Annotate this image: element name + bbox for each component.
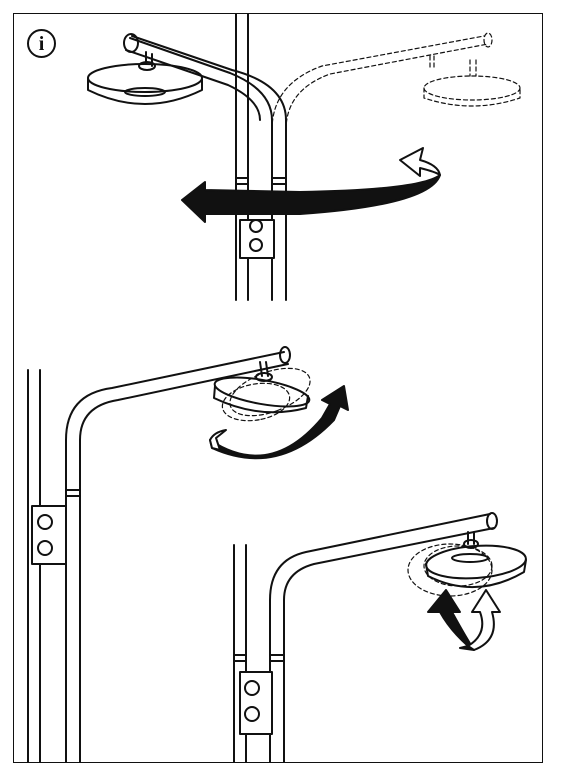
step-1-panel — [87, 13, 521, 301]
shower-arm — [65, 346, 291, 441]
joint-ring — [233, 654, 285, 662]
step-2-panel — [27, 346, 349, 763]
ghost-shower-head — [407, 543, 493, 597]
shower-arm — [269, 512, 498, 601]
illustration-frame — [13, 13, 543, 763]
shower-head — [425, 531, 527, 589]
shower-head — [87, 51, 203, 105]
wall-bracket — [31, 505, 67, 565]
shower-head — [213, 361, 311, 414]
wall-bracket — [239, 219, 275, 259]
ghost-shower-head — [221, 367, 311, 422]
ghost-shower-arm — [271, 32, 521, 131]
shower-arm — [125, 35, 287, 301]
curved-arrow-tilt-head — [209, 385, 349, 460]
arm-end-cap — [123, 33, 139, 53]
wall-bracket — [239, 671, 273, 735]
info-icon: i — [27, 29, 56, 58]
curved-arrow-rotate-arm-left — [181, 147, 441, 223]
joint-ring — [235, 177, 287, 185]
riser-pipe — [27, 369, 81, 763]
curved-arrow-swivel-head — [427, 589, 501, 651]
joint-ring — [65, 489, 81, 497]
step-3-panel — [233, 512, 527, 763]
info-icon-glyph: i — [38, 32, 45, 55]
